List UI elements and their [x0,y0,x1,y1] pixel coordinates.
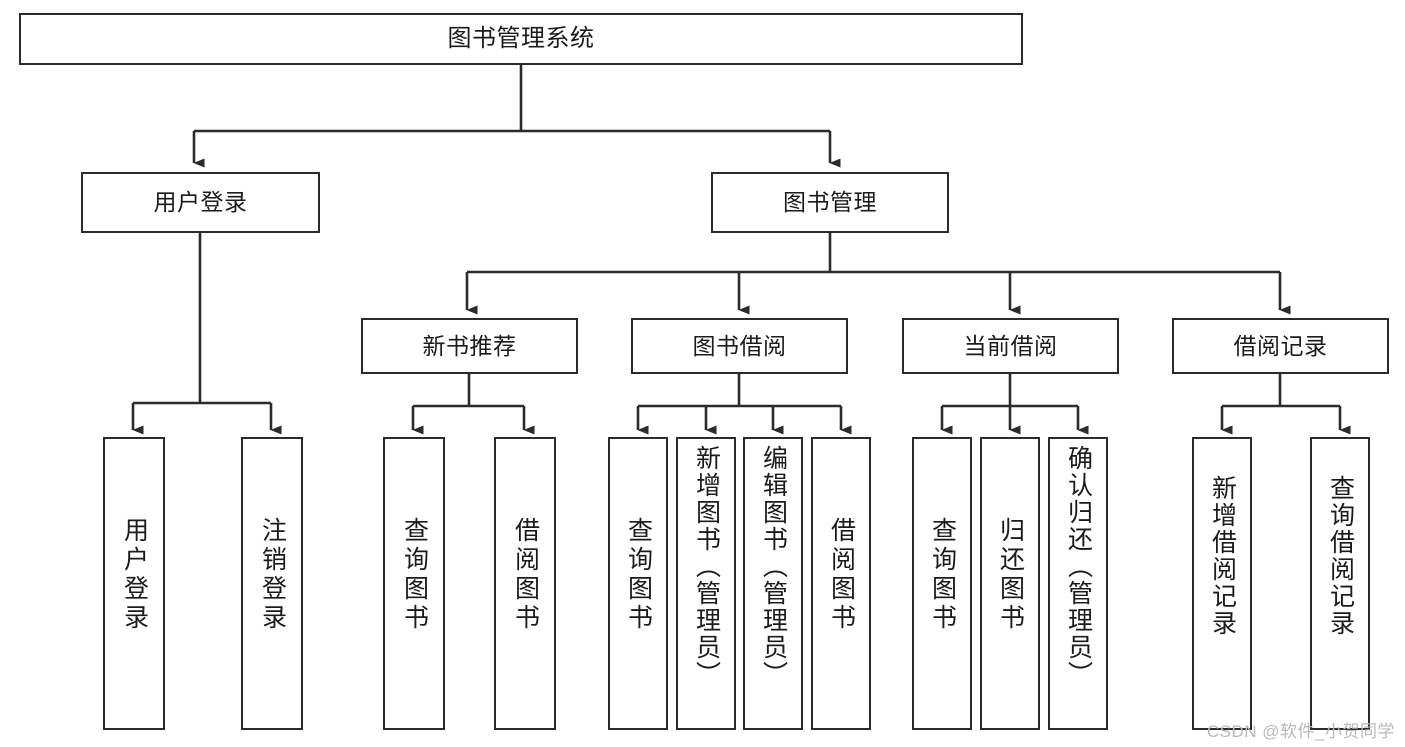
node-user-login[interactable]: 用户登录 [81,172,320,233]
leaf-add-book[interactable]: 新增图书（管理员） [676,437,736,730]
leaf-user-login[interactable]: 用户登录 [103,437,165,730]
leaf-query-record-label: 查询借阅记录 [1326,475,1355,637]
leaf-logout-login[interactable]: 注销登录 [241,437,303,730]
node-current-borrow-label: 当前借阅 [963,332,1058,359]
node-new-book-recommend-label: 新书推荐 [422,332,517,359]
leaf-edit-book-label: 编辑图书（管理员） [759,445,788,688]
leaf-query-book-3[interactable]: 查询图书 [912,437,972,730]
node-new-book-recommend[interactable]: 新书推荐 [361,318,578,374]
node-book-manage-label: 图书管理 [783,189,877,216]
leaf-edit-book[interactable]: 编辑图书（管理员） [743,437,803,730]
leaf-borrow-book-2-label: 借阅图书 [827,517,856,633]
leaf-query-book-1-label: 查询图书 [400,517,429,633]
node-borrow-record[interactable]: 借阅记录 [1172,318,1389,374]
node-root[interactable]: 图书管理系统 [19,13,1023,65]
node-user-login-label: 用户登录 [153,189,248,216]
leaf-confirm-return[interactable]: 确认归还（管理员） [1048,437,1108,730]
leaf-add-record-label: 新增借阅记录 [1208,475,1237,637]
leaf-confirm-return-label: 确认归还（管理员） [1064,445,1093,688]
leaf-add-book-label: 新增图书（管理员） [692,445,721,688]
node-book-borrow-label: 图书借阅 [692,332,787,359]
leaf-return-book[interactable]: 归还图书 [980,437,1040,730]
leaf-add-record[interactable]: 新增借阅记录 [1192,437,1252,730]
leaf-user-login-label: 用户登录 [120,517,149,633]
node-borrow-record-label: 借阅记录 [1233,332,1328,359]
leaf-return-book-label: 归还图书 [996,517,1025,633]
leaf-query-book-2[interactable]: 查询图书 [608,437,668,730]
watermark-text: CSDN @软件_小贺同学 [1206,722,1395,741]
leaf-borrow-book-2[interactable]: 借阅图书 [811,437,871,730]
node-book-borrow[interactable]: 图书借阅 [631,318,848,374]
leaf-logout-login-label: 注销登录 [258,517,287,633]
leaf-query-book-1[interactable]: 查询图书 [383,437,445,730]
node-root-label: 图书管理系统 [447,25,595,53]
leaf-borrow-book-1-label: 借阅图书 [511,517,540,633]
node-current-borrow[interactable]: 当前借阅 [902,318,1119,374]
leaf-borrow-book-1[interactable]: 借阅图书 [494,437,556,730]
leaf-query-book-2-label: 查询图书 [624,517,653,633]
leaf-query-book-3-label: 查询图书 [928,517,957,633]
node-book-manage[interactable]: 图书管理 [711,172,949,233]
leaf-query-record[interactable]: 查询借阅记录 [1310,437,1370,730]
